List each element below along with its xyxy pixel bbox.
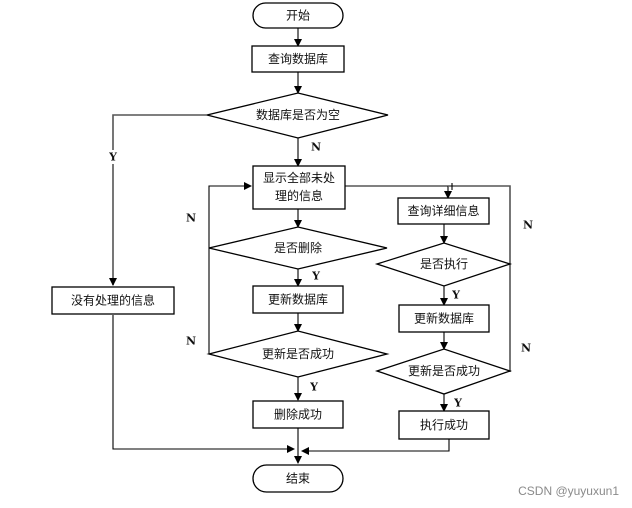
- node-query-db-label: 查询数据库: [268, 51, 328, 66]
- label-isdelete-no: N: [186, 212, 196, 225]
- node-update-db-left-label: 更新数据库: [268, 292, 328, 307]
- node-no-info-label: 没有处理的信息: [71, 293, 155, 308]
- node-end: 结束: [252, 464, 344, 493]
- node-is-delete: 是否删除: [208, 226, 388, 270]
- node-is-delete-label: 是否删除: [274, 240, 322, 255]
- node-query-detail: 查询详细信息: [397, 197, 490, 225]
- label-isexecute-yes: Y: [451, 289, 460, 302]
- node-db-empty-label: 数据库是否为空: [256, 107, 340, 122]
- node-end-label: 结束: [286, 472, 310, 486]
- edge-labels: Y N N Y N Y N Y N Y: [106, 141, 533, 410]
- node-start: 开始: [252, 2, 344, 29]
- label-isdelete-yes: Y: [311, 270, 320, 283]
- node-query-db: 查询数据库: [251, 45, 345, 73]
- label-dbempty-yes: Y: [108, 151, 117, 164]
- node-update-db-right: 更新数据库: [398, 304, 490, 333]
- label-isexecute-no: N: [523, 219, 533, 232]
- edge-dbempty-yes: [109, 114, 207, 286]
- label-updateokleft-no: N: [186, 335, 196, 348]
- edge-execok-end: [301, 439, 450, 455]
- node-show-all-label-1: 显示全部未处: [263, 170, 335, 185]
- label-dbempty-no: N: [311, 141, 321, 154]
- label-updateokleft-yes: Y: [309, 381, 318, 394]
- node-start-label: 开始: [286, 9, 310, 23]
- connectors: [109, 28, 511, 464]
- node-update-ok-right: 更新是否成功: [374, 348, 513, 395]
- node-no-info: 没有处理的信息: [51, 286, 175, 315]
- watermark: CSDN @yuyuxun1: [518, 484, 619, 498]
- node-is-execute-label: 是否执行: [420, 257, 468, 271]
- node-is-execute: 是否执行: [374, 242, 513, 287]
- label-updateokright-yes: Y: [453, 397, 462, 410]
- node-show-all: 显示全部未处 理的信息: [252, 165, 346, 210]
- node-delete-ok-label: 删除成功: [274, 407, 322, 422]
- edge-isdelete-no: [208, 182, 252, 248]
- node-update-ok-left: 更新是否成功: [206, 330, 390, 378]
- node-db-empty: 数据库是否为空: [206, 92, 389, 139]
- node-delete-ok: 删除成功: [252, 400, 344, 429]
- node-execute-ok: 执行成功: [398, 410, 490, 440]
- node-show-all-label-2: 理的信息: [275, 188, 323, 203]
- edge-isexecute-no: [448, 185, 511, 264]
- node-execute-ok-label: 执行成功: [420, 418, 468, 432]
- node-update-ok-left-label: 更新是否成功: [262, 346, 334, 361]
- node-update-db-left: 更新数据库: [252, 285, 344, 314]
- node-update-ok-right-label: 更新是否成功: [408, 363, 480, 378]
- label-updateokright-no: N: [521, 342, 531, 355]
- node-query-detail-label: 查询详细信息: [407, 203, 479, 218]
- node-update-db-right-label: 更新数据库: [414, 311, 474, 326]
- edge-noinfo-end: [112, 315, 295, 453]
